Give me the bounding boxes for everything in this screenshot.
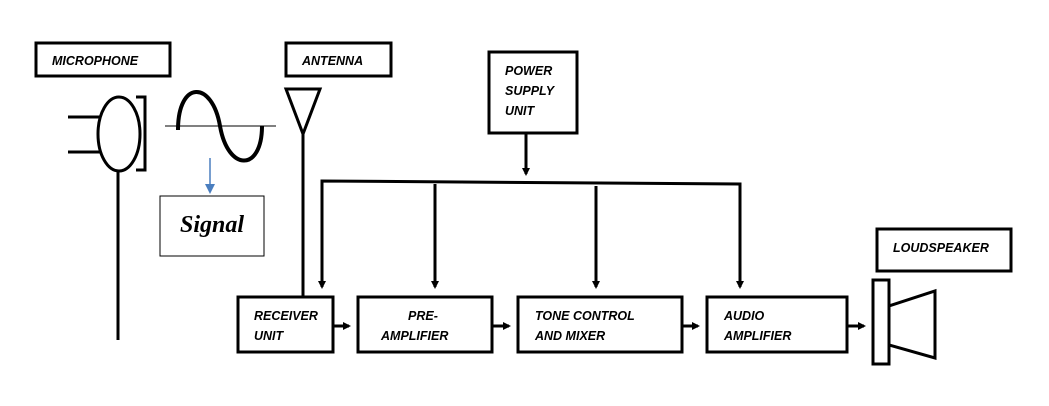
pre-amplifier-box: PRE- AMPLIFIER xyxy=(356,295,494,354)
signal-annotation: Signal xyxy=(159,158,265,257)
power-supply-line-3: UNIT xyxy=(505,104,536,118)
receiver-unit-box: RECEIVER UNIT xyxy=(236,295,335,354)
tone-control-box: TONE CONTROL AND MIXER xyxy=(516,295,684,354)
audio-line-2: AMPLIFIER xyxy=(723,329,791,343)
tone-line-1: TONE CONTROL xyxy=(535,309,635,323)
antenna-icon xyxy=(283,87,323,297)
antenna-label: ANTENNA xyxy=(301,54,363,68)
microphone-icon xyxy=(68,95,147,340)
receiver-line-1: RECEIVER xyxy=(254,309,318,323)
power-distribution-lines xyxy=(318,133,744,289)
antenna-label-box: ANTENNA xyxy=(284,41,393,78)
microphone-label-box: MICROPHONE xyxy=(34,41,172,78)
preamp-line-1: PRE- xyxy=(408,309,438,323)
power-supply-line-2: SUPPLY xyxy=(505,84,556,98)
tone-line-2: AND MIXER xyxy=(534,329,605,343)
preamp-line-2: AMPLIFIER xyxy=(380,329,448,343)
power-supply-box: POWER SUPPLY UNIT xyxy=(487,50,579,135)
audio-amplifier-box: AUDIO AMPLIFIER xyxy=(705,295,849,354)
sine-wave-icon xyxy=(165,90,276,163)
loudspeaker-label-box: LOUDSPEAKER xyxy=(875,227,1013,273)
power-supply-line-1: POWER xyxy=(505,64,552,78)
loudspeaker-icon xyxy=(871,278,937,366)
loudspeaker-label: LOUDSPEAKER xyxy=(893,241,989,255)
microphone-label: MICROPHONE xyxy=(52,54,139,68)
receiver-line-2: UNIT xyxy=(254,329,285,343)
audio-line-1: AUDIO xyxy=(723,309,765,323)
signal-label: Signal xyxy=(180,212,244,238)
